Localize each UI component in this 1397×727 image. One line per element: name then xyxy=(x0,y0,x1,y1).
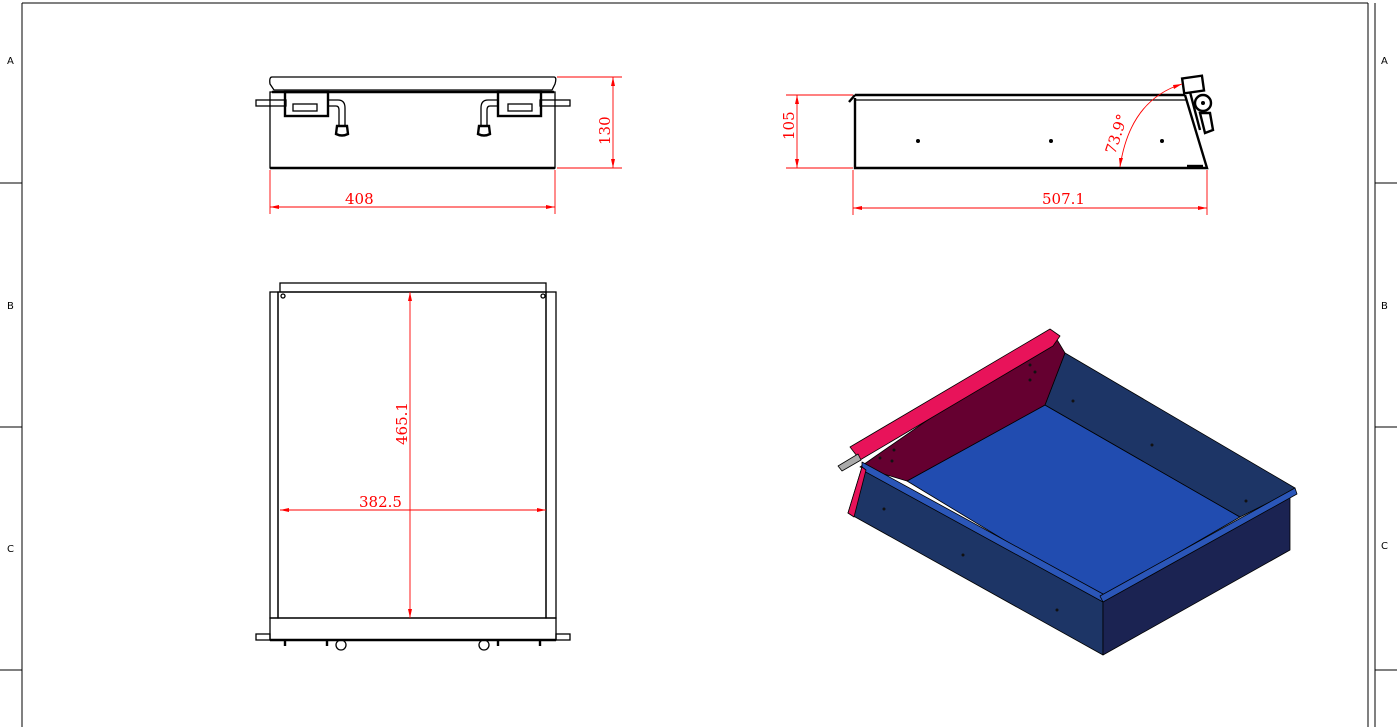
zone-label-right-a: A xyxy=(1381,56,1388,67)
front-view xyxy=(255,76,571,170)
side-angle-dimension: 73.9° xyxy=(1102,112,1132,156)
zone-label-left-b: B xyxy=(7,301,14,312)
isometric-view xyxy=(837,328,1298,656)
side-length-dimension: 507.1 xyxy=(1042,190,1085,208)
zone-label-left-c: C xyxy=(7,544,14,555)
zone-label-left-a: A xyxy=(7,56,14,67)
front-width-dimension: 408 xyxy=(345,190,374,208)
iso-pin xyxy=(837,453,862,472)
side-height-dimension: 105 xyxy=(780,111,798,140)
front-height-dimension: 130 xyxy=(596,116,614,145)
zone-label-right-c: C xyxy=(1381,541,1388,552)
top-view-dimensions xyxy=(280,292,546,618)
iso-side-lip xyxy=(1099,487,1298,603)
top-length-dimension: 465.1 xyxy=(393,402,411,445)
iso-rail-end xyxy=(847,466,867,518)
front-view-dimensions xyxy=(269,76,622,214)
side-view xyxy=(848,74,1215,170)
side-view-dimensions xyxy=(786,83,1208,215)
top-view xyxy=(255,282,571,651)
zone-label-right-b: B xyxy=(1381,301,1388,312)
top-width-dimension: 382.5 xyxy=(359,493,402,511)
